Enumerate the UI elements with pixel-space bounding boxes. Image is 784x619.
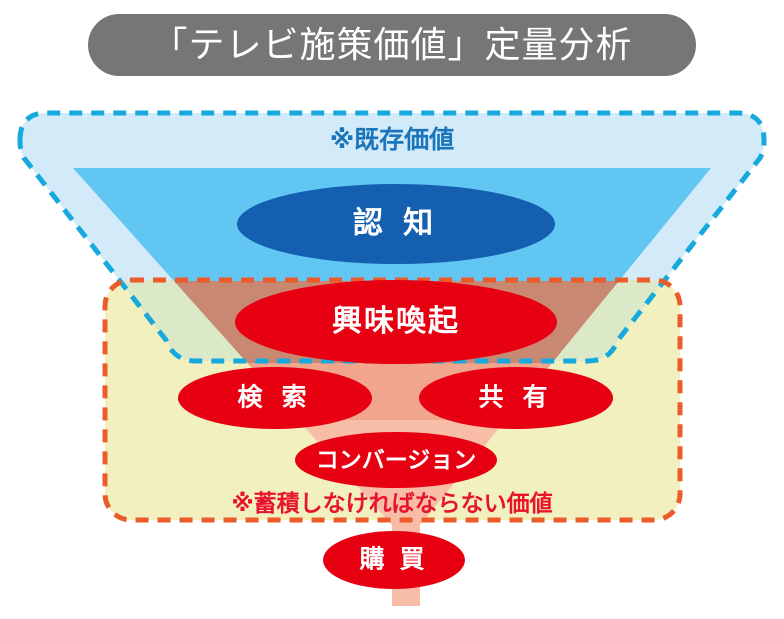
stage-label-interest: 興味喚起 (332, 305, 460, 338)
stage-ellipse-purchase[interactable] (323, 531, 465, 589)
stage-label-search: 検 索 (237, 383, 313, 412)
existing-value-region-border (17, 110, 767, 364)
stage-label-awareness: 認 知 (352, 207, 440, 240)
page-title-pill: 「テレビ施策価値」定量分析 (88, 14, 696, 76)
stage-ellipse-interest[interactable] (235, 280, 557, 364)
stage-label-conversion: コンバージョン (315, 446, 477, 473)
stage-ellipse-conversion[interactable] (295, 432, 497, 488)
existing-value-label: ※既存価値 (329, 126, 455, 154)
accumulate-value-label: ※蓄積しなければならない価値 (231, 490, 553, 516)
stage-ellipse-share[interactable] (419, 367, 613, 429)
stage-ellipse-search[interactable] (178, 367, 372, 429)
stage-label-share: 共 有 (478, 383, 554, 412)
stage-label-purchase: 購 買 (359, 545, 429, 574)
page-title: 「テレビ施策価値」定量分析 (151, 24, 633, 65)
stage-ellipse-awareness[interactable] (237, 184, 555, 264)
